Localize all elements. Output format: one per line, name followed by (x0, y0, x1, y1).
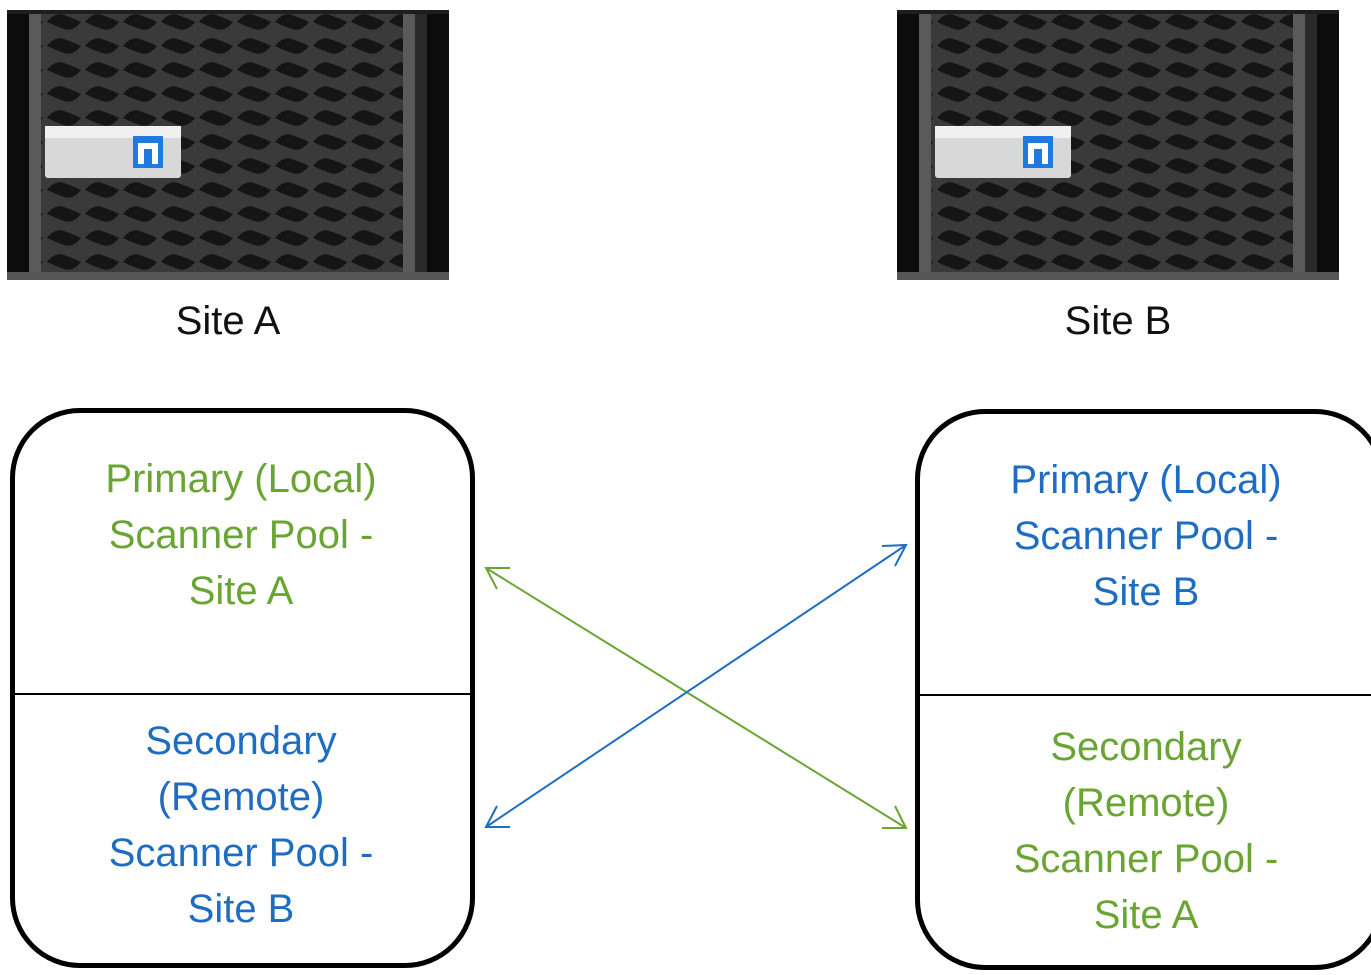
pool-line: Site B (1092, 570, 1200, 614)
pool-line: Scanner Pool - (108, 831, 374, 875)
netapp-logo-icon (45, 126, 181, 178)
pool-line: (Remote) (157, 775, 325, 819)
pool-line: Site A (1093, 893, 1199, 937)
pool-line: Scanner Pool - (1013, 514, 1279, 558)
pool-line: Primary (Local) (1010, 458, 1282, 502)
pool-line: Primary (Local) (105, 457, 377, 501)
pool-line: Site A (188, 569, 294, 613)
site-b-secondary-pool: Secondary (Remote) Scanner Pool - Site A (920, 719, 1371, 943)
site-a-label: Site A (175, 299, 281, 343)
green-double-arrow (484, 567, 908, 829)
pool-line: Secondary (1050, 725, 1242, 769)
site-b-label: Site B (1064, 299, 1172, 343)
site-b-primary-pool: Primary (Local) Scanner Pool - Site B (920, 452, 1371, 620)
pool-line: (Remote) (1062, 781, 1230, 825)
site-a-secondary-pool: Secondary (Remote) Scanner Pool - Site B (15, 713, 470, 937)
site-a-primary-pool: Primary (Local) Scanner Pool - Site A (15, 451, 470, 619)
site-b-server-icon (897, 10, 1339, 280)
netapp-logo-icon (935, 126, 1071, 178)
pool-line: Scanner Pool - (1013, 837, 1279, 881)
blue-double-arrow (484, 543, 908, 828)
pool-divider (920, 694, 1371, 696)
pool-divider (15, 693, 470, 695)
site-a-scanner-pools: Primary (Local) Scanner Pool - Site A Se… (10, 408, 475, 968)
site-b-scanner-pools: Primary (Local) Scanner Pool - Site B Se… (915, 409, 1371, 970)
site-a-server-icon (7, 10, 449, 280)
pool-line: Secondary (145, 719, 337, 763)
pool-line: Site B (187, 887, 295, 931)
pool-line: Scanner Pool - (108, 513, 374, 557)
